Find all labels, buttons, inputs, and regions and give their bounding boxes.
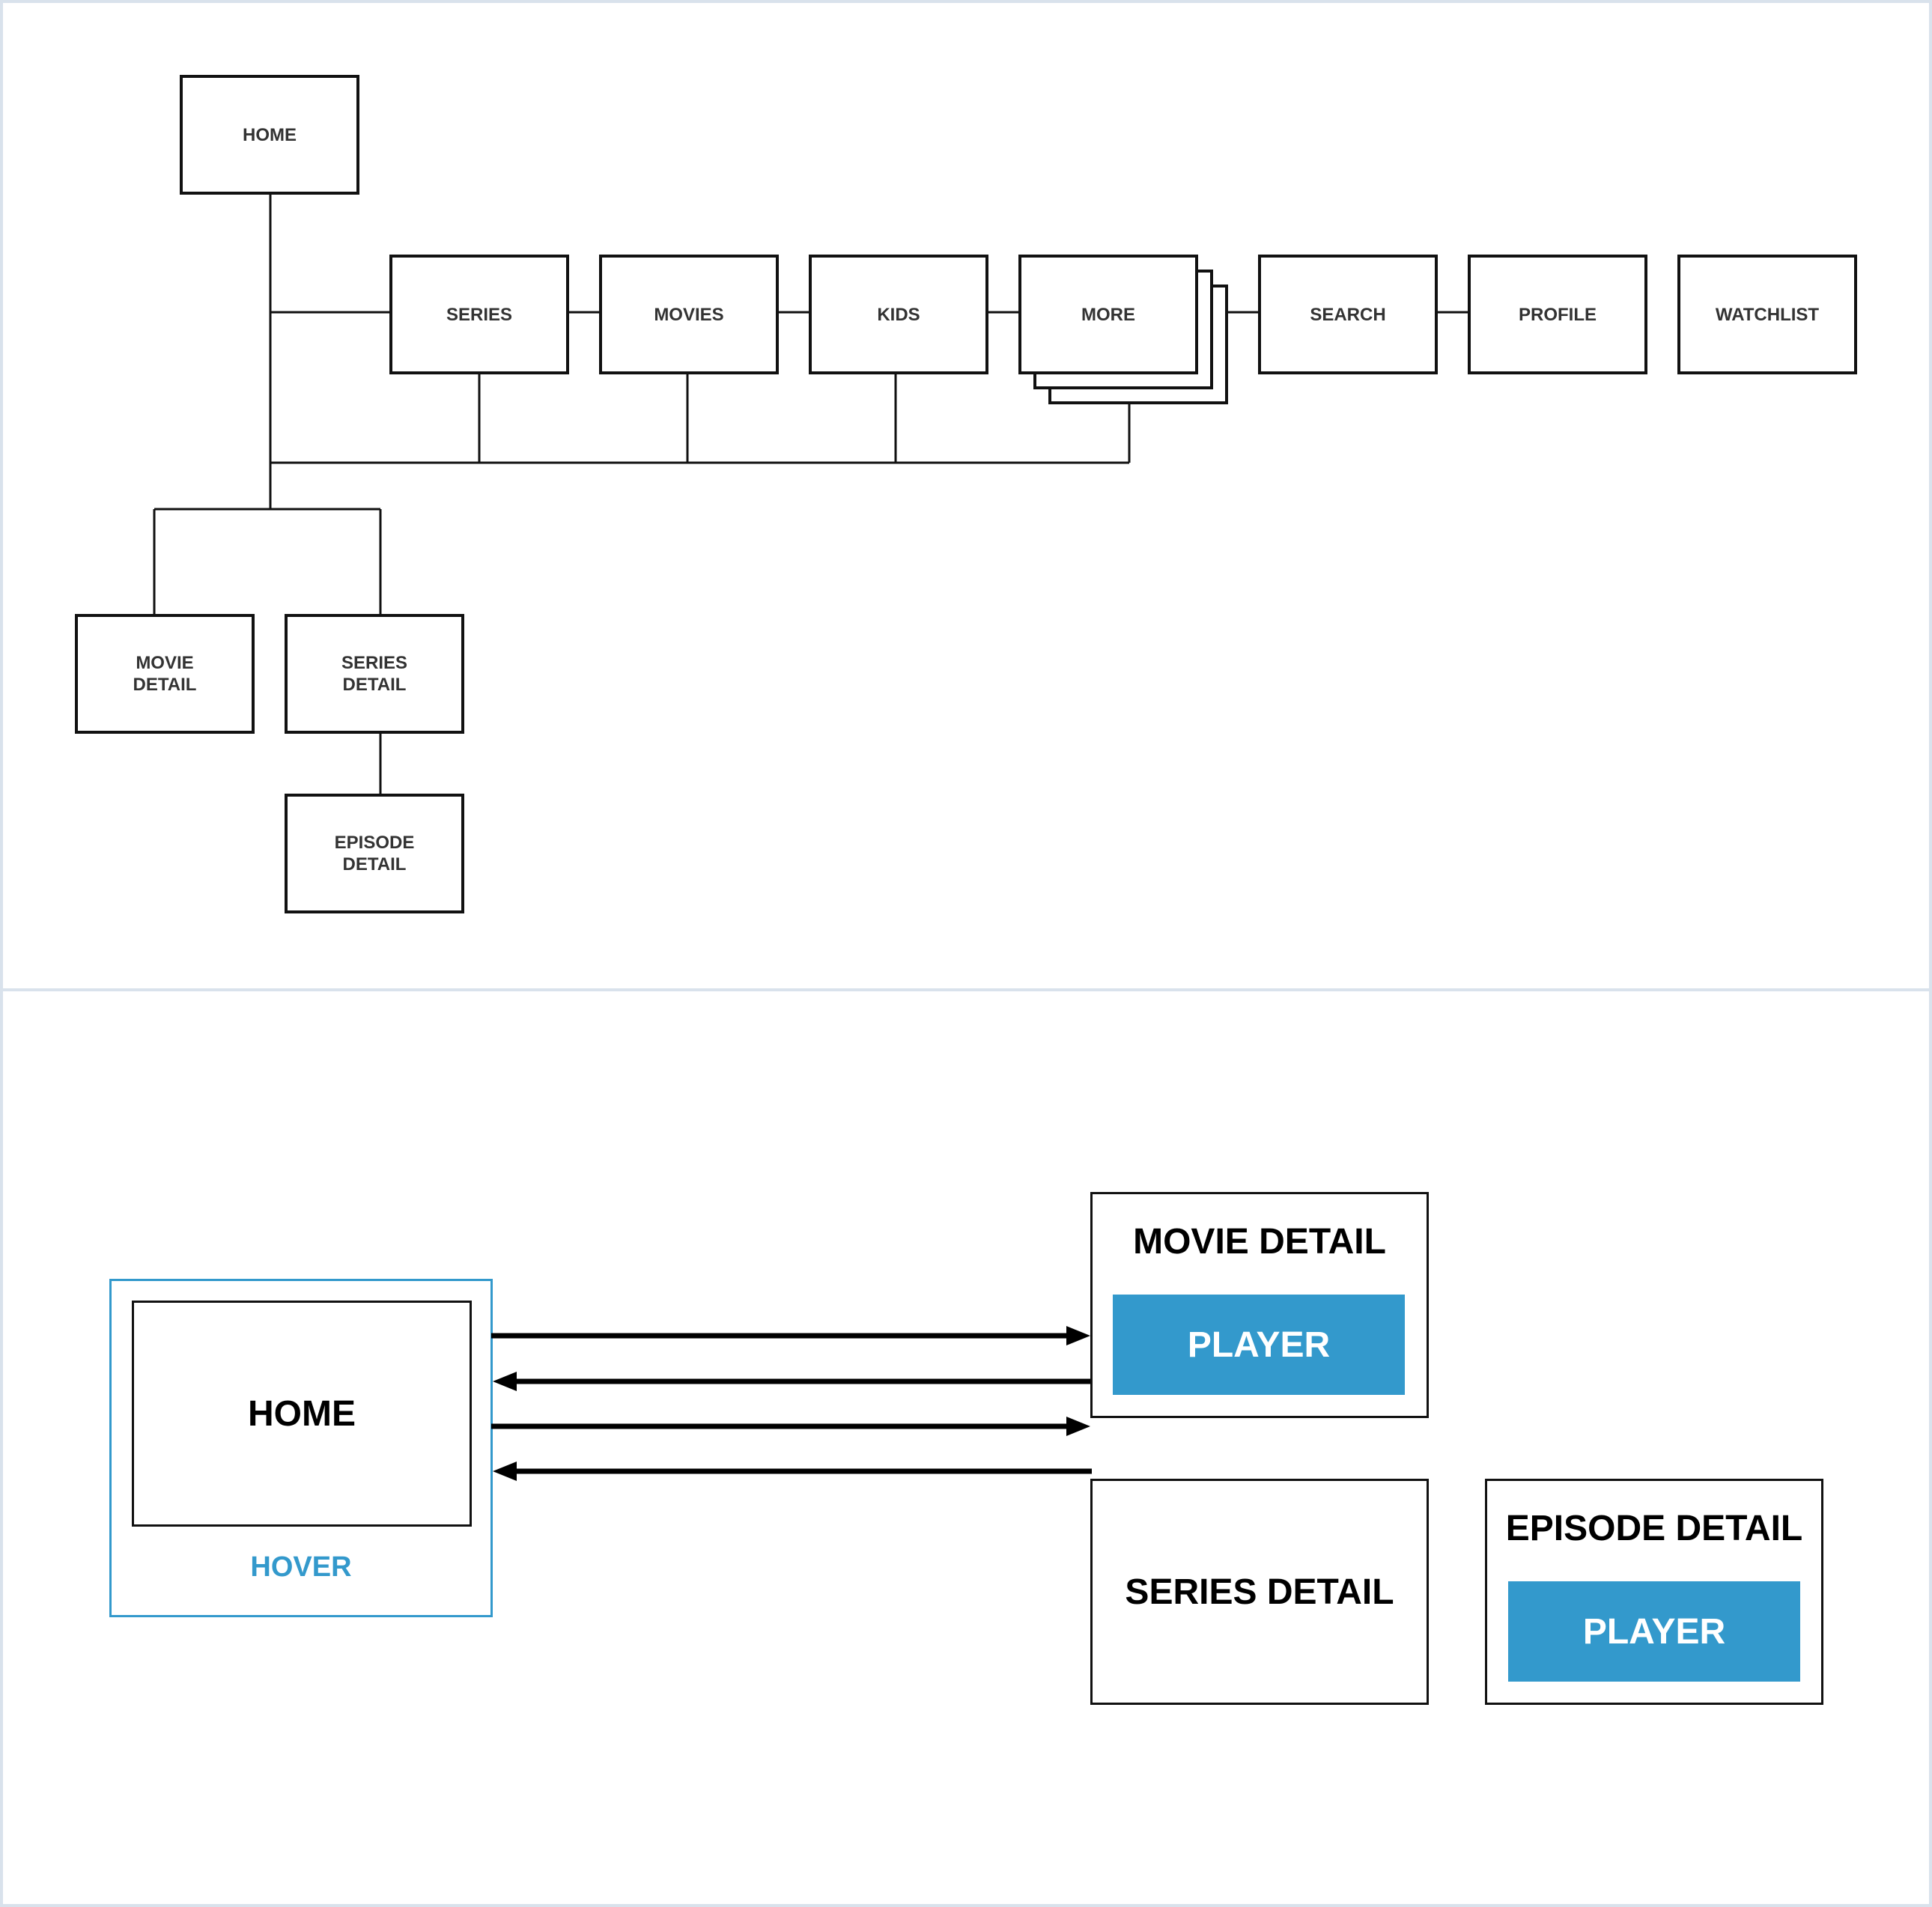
arrow-head-4 [493,1462,517,1481]
movie-detail-node: MOVIE DETAIL [75,614,255,734]
episode-player-button[interactable]: PLAYER [1508,1581,1800,1682]
arrow-head-1 [1066,1326,1090,1345]
movie-detail-line-1: MOVIE [136,653,194,673]
profile-node-label: PROFILE [1518,304,1597,325]
movie-detail-line-2: DETAIL [133,675,197,695]
series-node: SERIES [389,255,569,374]
movies-node: MOVIES [599,255,779,374]
series-detail-line-2: DETAIL [342,675,407,695]
sitemap-connectors [153,193,1468,795]
search-node: SEARCH [1258,255,1438,374]
movie-detail-node-label: MOVIE DETAIL [133,652,197,696]
profile-node: PROFILE [1468,255,1647,374]
home-node: HOME [180,75,359,195]
arrow-head-3 [1066,1417,1090,1436]
series-node-label: SERIES [446,304,513,325]
kids-node: KIDS [809,255,988,374]
watchlist-node-label: WATCHLIST [1715,304,1820,325]
flow-home-label: HOME [248,1393,356,1434]
series-detail-node: SERIES DETAIL [285,614,464,734]
flow-home-box[interactable]: HOME [132,1301,472,1527]
arrow-head-2 [493,1372,517,1391]
flow-episode-detail-box[interactable]: EPISODE DETAIL PLAYER [1485,1479,1823,1705]
episode-detail-node-label: EPISODE DETAIL [335,832,415,875]
episode-detail-title: EPISODE DETAIL [1505,1509,1803,1548]
home-node-label: HOME [243,124,297,145]
flow-series-detail-box[interactable]: SERIES DETAIL [1090,1479,1429,1705]
episode-detail-line-2: DETAIL [342,854,407,875]
episode-detail-node: EPISODE DETAIL [285,794,464,913]
more-node: MORE [1018,255,1198,374]
series-detail-title: SERIES DETAIL [1125,1572,1394,1612]
search-node-label: SEARCH [1310,304,1386,325]
more-node-label: MORE [1081,304,1135,325]
watchlist-node: WATCHLIST [1677,255,1857,374]
hover-label: HOVER [250,1551,352,1583]
movie-player-button[interactable]: PLAYER [1113,1295,1405,1395]
movies-node-label: MOVIES [654,304,724,325]
movie-detail-title: MOVIE DETAIL [1133,1222,1386,1262]
series-detail-line-1: SERIES [341,653,408,673]
episode-detail-line-1: EPISODE [334,833,415,853]
flow-movie-detail-box[interactable]: MOVIE DETAIL PLAYER [1090,1192,1429,1418]
kids-node-label: KIDS [877,304,920,325]
series-detail-node-label: SERIES DETAIL [341,652,407,696]
